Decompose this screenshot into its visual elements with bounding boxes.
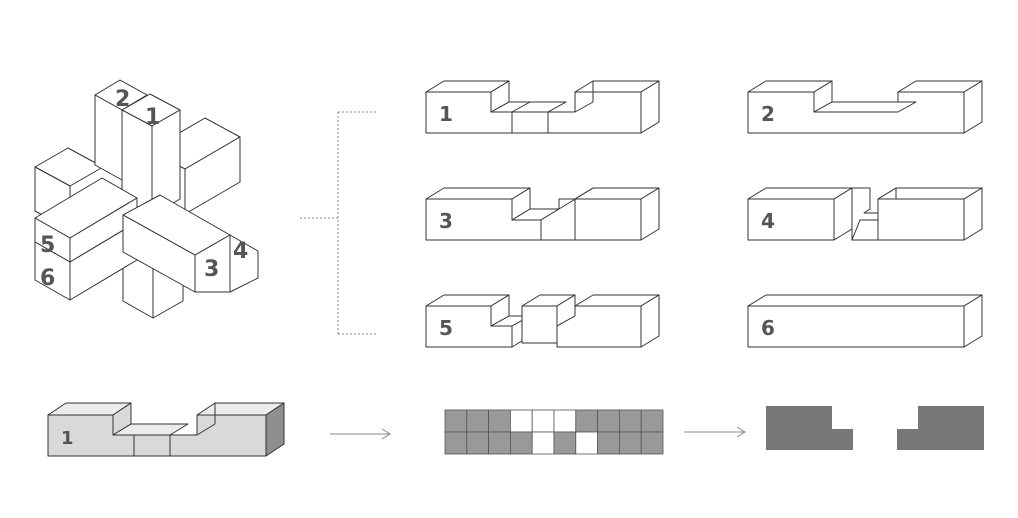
- grid-cell: [553, 431, 577, 455]
- assembly-label-4: 4: [233, 239, 248, 264]
- grid-cell: [488, 431, 511, 455]
- grid-cell: [640, 409, 664, 433]
- assembly-label-3: 3: [204, 257, 219, 282]
- piece-1: 1: [425, 80, 660, 134]
- piece-5: 5: [425, 294, 660, 348]
- grid-cell: [444, 431, 468, 455]
- piece-2-label: 2: [761, 102, 775, 126]
- grid-cell: [640, 431, 664, 455]
- grid-cell: [531, 431, 555, 455]
- grid-cell: [531, 409, 555, 433]
- grid-cell: [597, 431, 620, 455]
- grid-cell: [619, 409, 642, 433]
- piece-6-label: 6: [761, 316, 775, 340]
- assembly-label-5: 5: [40, 233, 55, 258]
- grid-cell: [575, 431, 598, 455]
- assembly-label-1: 1: [145, 105, 160, 130]
- arrow-2: [684, 426, 746, 438]
- piece-1-label: 1: [439, 102, 453, 126]
- grid-cell: [466, 431, 489, 455]
- grid-cell: [509, 409, 533, 433]
- piece-3-label: 3: [439, 209, 453, 233]
- assembly-label-6: 6: [40, 266, 55, 291]
- shaded-piece-1-label: 1: [61, 428, 74, 449]
- bracket-connector: [300, 111, 378, 335]
- piece-2: 2: [747, 80, 983, 134]
- assembly-label-2: 2: [115, 87, 130, 112]
- grid-cell: [597, 409, 620, 433]
- piece-4-label: 4: [761, 209, 775, 233]
- arrow-1: [330, 428, 391, 440]
- grid-cell: [509, 431, 533, 455]
- piece-3: 3: [425, 187, 660, 241]
- grid-cell: [444, 409, 468, 433]
- profile-shape-right: [897, 406, 984, 450]
- piece-4: 4: [747, 187, 983, 241]
- grid-cell: [466, 409, 489, 433]
- piece-5-label: 5: [439, 316, 453, 340]
- grid-cell: [488, 409, 511, 433]
- assembled-puzzle: 2 1 5 6 3 4: [34, 79, 259, 319]
- piece-6: 6: [747, 294, 983, 348]
- profile-shape-left: [766, 406, 853, 450]
- grid-cell: [619, 431, 642, 455]
- shaded-piece-1: 1: [47, 402, 285, 457]
- grid-cell: [553, 409, 577, 433]
- unit-grid: [444, 409, 664, 455]
- grid-cell: [575, 409, 598, 433]
